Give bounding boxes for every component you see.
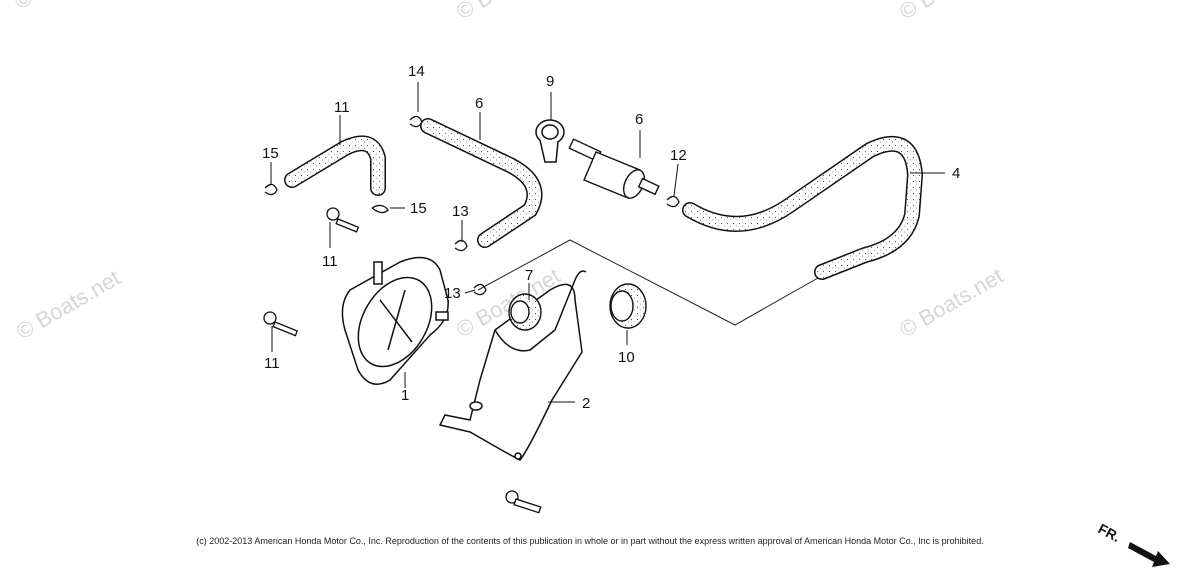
part-label-11-a: 11	[322, 253, 338, 270]
grommet-7	[508, 293, 542, 331]
clip-14	[409, 115, 423, 128]
part-label-11-b: 11	[264, 355, 280, 372]
part-label-9: 9	[546, 73, 554, 90]
part-label-14: 14	[408, 63, 425, 80]
clip-15b	[371, 204, 389, 214]
grommet-10	[609, 283, 647, 329]
part-label-15-a: 15	[262, 145, 279, 162]
part-label-3: 11	[334, 99, 350, 116]
watermark-text: © Boats.net	[895, 263, 1007, 342]
assembly-outline	[477, 239, 833, 326]
part-label-7: 7	[525, 267, 533, 284]
part-label-13-b: 13	[444, 285, 461, 302]
mounting-bracket	[438, 270, 587, 461]
part-label-5: 6	[475, 95, 483, 112]
watermark-text: © Boats.net	[452, 0, 564, 24]
fuel-filter	[568, 138, 660, 199]
hose-clamp	[535, 119, 565, 163]
copyright-notice: (c) 2002-2013 American Honda Motor Co., …	[196, 536, 984, 546]
arrow-right-icon: FR.	[1096, 520, 1170, 567]
part-label-2: 2	[582, 395, 590, 412]
fuel-hose-elbow	[284, 135, 386, 196]
bolt-11-upper	[326, 207, 360, 233]
bolt-bottom	[505, 490, 542, 514]
clip-15a	[264, 183, 278, 196]
bolt-group	[263, 207, 542, 514]
bolt-11-lower	[263, 311, 299, 337]
front-direction-indicator: FR.	[1096, 520, 1174, 570]
leader-lines	[270, 82, 945, 403]
part-label-10: 10	[618, 349, 635, 366]
fuel-pump	[341, 256, 449, 385]
fuel-hose-curved	[420, 118, 543, 248]
fuel-hose-long	[682, 135, 924, 280]
clip-group	[264, 115, 680, 296]
part-label-group: 11 14 6 9 6 12 4 15 15 13 13 11 11 1 7 1…	[262, 63, 960, 412]
part-label-1: 1	[401, 387, 409, 404]
clip-12	[666, 195, 680, 208]
part-label-6: 6	[635, 111, 643, 128]
watermark-text: © Boats.net	[10, 0, 122, 14]
part-label-4: 4	[952, 165, 960, 182]
watermark-text: © Boats.net	[12, 265, 124, 344]
part-label-12: 12	[670, 147, 687, 164]
front-label: FR.	[1096, 520, 1123, 545]
part-label-13-a: 13	[452, 203, 469, 220]
watermark-text: © Boats.net	[895, 0, 1007, 24]
part-label-15-b: 15	[410, 200, 427, 217]
clip-13a	[454, 239, 468, 252]
clip-13b	[473, 283, 487, 296]
